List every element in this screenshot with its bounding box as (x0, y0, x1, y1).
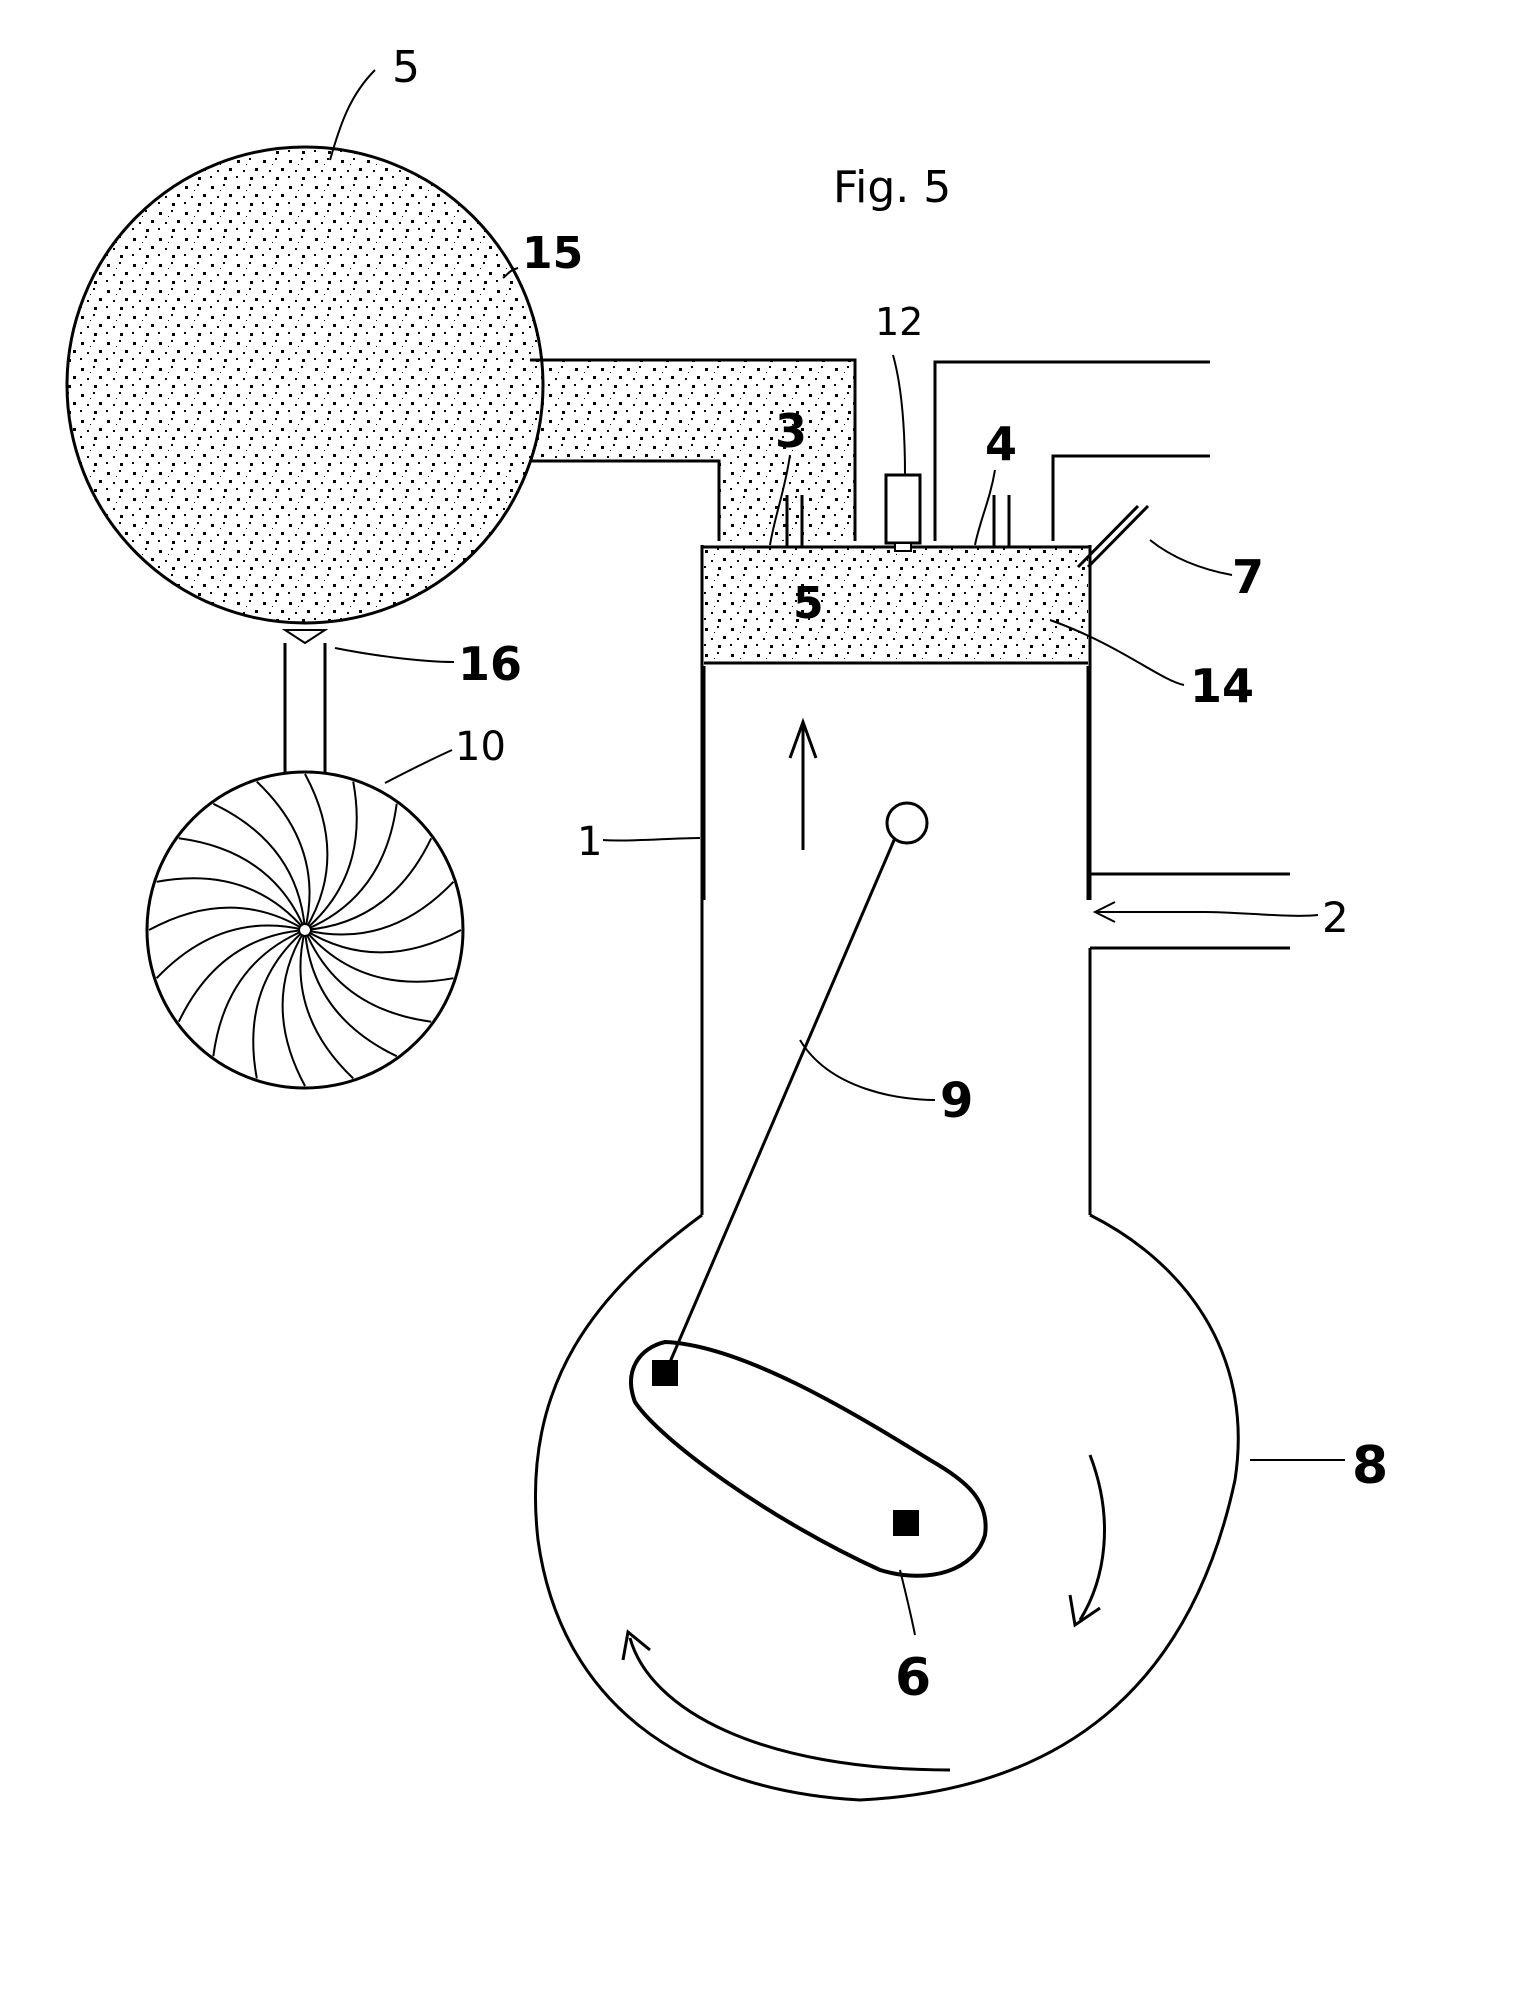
label-5-reservoir: 5 (392, 42, 420, 93)
gas-reservoir (65, 145, 857, 625)
element-7 (1076, 504, 1150, 569)
exhaust-valve-4 (992, 495, 1011, 547)
label-15: 15 (522, 228, 583, 279)
turbine-blade (281, 929, 306, 1087)
turbine-blade (256, 780, 311, 931)
turbine-blade (304, 929, 454, 983)
label-8: 8 (1352, 1436, 1388, 1496)
label-5-chamber: 5 (793, 578, 824, 629)
turbine-blade (304, 929, 432, 1023)
label-6: 6 (895, 1648, 931, 1708)
label-4: 4 (985, 417, 1017, 471)
turbine-blade (304, 929, 398, 1058)
label-1: 1 (577, 819, 602, 865)
turbine-wheel (145, 770, 465, 1090)
piston-up-arrow (788, 717, 818, 850)
turbine-blade (148, 906, 306, 931)
turbine-blade (304, 803, 398, 931)
turbine-blade (177, 929, 306, 1023)
label-3: 3 (775, 404, 807, 458)
label-14: 14 (1190, 659, 1254, 713)
crank-6 (629, 1339, 988, 1578)
valve-16 (281, 629, 329, 772)
intake-valve-3 (785, 495, 804, 547)
leader-lines (329, 69, 1345, 1636)
figure-title: Fig. 5 (833, 162, 951, 213)
turbine-blade (304, 773, 329, 931)
turbine-blade (212, 802, 306, 931)
cylinder-1 (700, 545, 1290, 1215)
turbine-blade (299, 929, 354, 1080)
turbine-blade (252, 929, 306, 1079)
label-10: 10 (455, 724, 506, 770)
turbine-blade (212, 929, 306, 1057)
turbine-blade (304, 837, 433, 931)
label-12: 12 (875, 300, 923, 344)
exhaust-duct (933, 360, 1210, 541)
label-16: 16 (458, 637, 522, 691)
crankcase (533, 1213, 1240, 1802)
turbine-blade (156, 877, 306, 931)
label-7: 7 (1232, 550, 1264, 604)
label-2: 2 (1322, 893, 1349, 942)
turbine-blade (304, 781, 358, 931)
turbine-blade (178, 837, 306, 931)
rotation-arrows (621, 1454, 1106, 1772)
turbine-blade (304, 929, 462, 954)
turbine-blade (155, 924, 306, 979)
label-9: 9 (940, 1073, 973, 1129)
turbine-blade (304, 881, 455, 936)
connecting-rod (668, 801, 929, 1363)
injector-12 (884, 473, 922, 552)
